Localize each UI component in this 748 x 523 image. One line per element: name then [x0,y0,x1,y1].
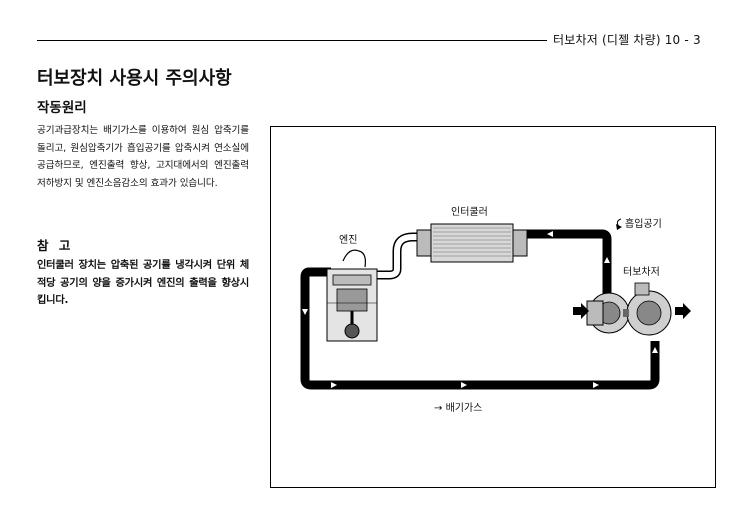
turbo-exhaust-out-arrow [675,303,691,319]
section-body: 공기과급장치는 배기가스를 이용하여 원심 압축기를 돌리고, 원심압축기가 흡… [37,125,249,189]
flow-arrow-up-turbo [604,257,610,263]
section-title: 작동원리 [37,100,87,116]
label-intake-air: 흡입공기 [625,219,662,230]
label-engine: 엔진 [339,235,358,246]
exhaust-pipe-loop [300,267,660,390]
turbo-air-in-arrow [573,303,589,319]
flow-arrow-bottom-1 [331,382,337,388]
flow-arrow-intake [547,231,553,237]
label-turbocharger: 터보차저 [623,267,660,278]
flow-arrow-up-right [652,347,658,353]
intake-pipe [514,229,612,295]
note-body: 인터쿨러 장치는 압축된 공기를 냉각시켜 단위 체적당 공기의 양을 증가시켜… [37,260,249,306]
label-exhaust-gas: → 배기가스 [434,403,483,414]
flow-arrow-bottom-3 [593,382,599,388]
note-title: 참 고 [37,238,74,253]
label-intercooler: 인터쿨러 [451,207,488,218]
turbo-system-diagram [300,218,691,390]
running-header: 터보차저 (디젤 차량) 10 - 3 [553,33,701,47]
engine-block [326,249,378,342]
arrow-right-icon: → [434,403,446,414]
page-title: 터보장치 사용시 주의사항 [37,68,232,89]
turbo-diagram-figure: 인터쿨러 엔진 흡입공기 터보차저 → 배기가스 [270,126,716,488]
flow-arrow-bottom-2 [461,382,467,388]
turbocharger-unit [586,282,672,336]
flow-arrow-down-left [302,309,308,315]
header-rule [37,40,547,41]
